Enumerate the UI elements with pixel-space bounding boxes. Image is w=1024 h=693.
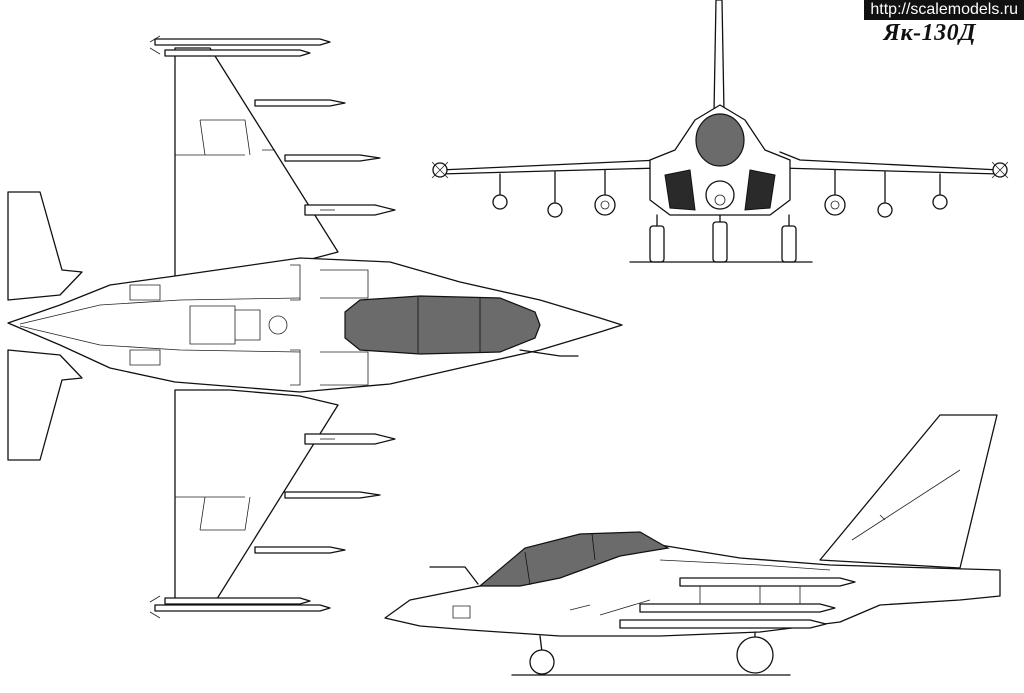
top-view [7, 35, 623, 619]
canopy-top [344, 295, 541, 355]
intake-left [664, 169, 696, 211]
fin-side [819, 414, 998, 569]
tail-lower [7, 349, 83, 461]
stores-upper [149, 35, 396, 216]
underwing-stores-front [492, 169, 948, 218]
front-view [431, 0, 1009, 263]
wing-lower [174, 389, 339, 611]
aircraft-title: Як-130Д [883, 20, 976, 46]
tail-upper [7, 191, 83, 301]
stores-lower [149, 433, 396, 619]
intake-right [744, 169, 776, 211]
fuselage-top [7, 257, 623, 393]
landing-gear-side [511, 631, 791, 676]
side-view [384, 414, 1001, 676]
wing-upper [174, 47, 339, 284]
canopy-side [478, 531, 670, 587]
watermark-url: http://scalemodels.ru [864, 0, 1024, 20]
fin-front [713, 0, 725, 113]
landing-gear-front [629, 214, 813, 263]
stores-side [619, 577, 856, 629]
